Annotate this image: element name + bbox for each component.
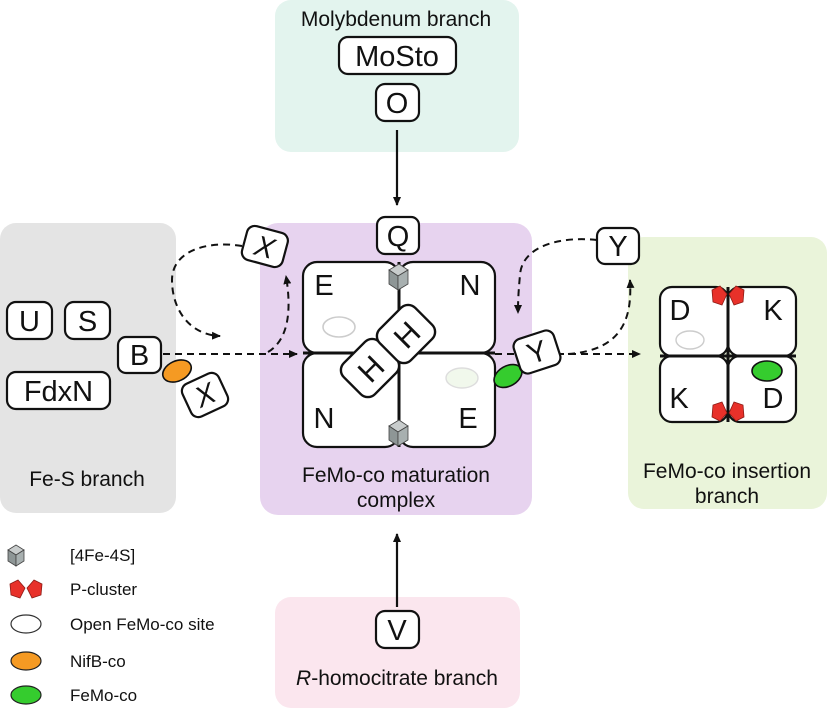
- nifv-label: V: [387, 615, 407, 647]
- nifb-co-icon: [10, 651, 42, 671]
- open-site-icon: [10, 614, 42, 634]
- cube-icon: [7, 544, 25, 567]
- legend: [4Fe-4S] P-cluster Open FeMo-co site Nif…: [7, 544, 215, 705]
- nifd-label-top: D: [670, 295, 691, 327]
- homocitrate-title-rest: -homocitrate branch: [311, 667, 498, 690]
- molybdenum-branch-title: Molybdenum branch: [301, 8, 491, 31]
- insertion-title-line2: branch: [695, 485, 759, 508]
- p-cluster-top: [711, 285, 745, 306]
- y-forward-loop: [567, 279, 635, 355]
- nifu-label: U: [19, 306, 40, 338]
- x-forward-loop: [267, 275, 292, 353]
- nifh-subunit-right: H: [375, 303, 437, 365]
- homocitrate-branch-panel: [275, 597, 520, 708]
- mosto-label: MoSto: [355, 41, 439, 73]
- nifdk-tetramer: D K K D: [658, 285, 798, 424]
- fdxn-box: FdxN: [5, 370, 112, 411]
- nifu-box: U: [5, 300, 54, 341]
- legend-label-fe4s4: [4Fe-4S]: [70, 546, 135, 565]
- nifb-co-oval: [161, 359, 193, 383]
- maturation-title-line1: FeMo-co maturation: [302, 464, 490, 487]
- mosto-box: MoSto: [337, 35, 458, 76]
- nife-label-top: E: [314, 270, 333, 302]
- femo-co-oval-insertion: [751, 360, 783, 382]
- molybdenum-branch-panel: [275, 0, 519, 152]
- legend-label-open-site: Open FeMo-co site: [70, 615, 215, 634]
- nifn-label-top: N: [460, 270, 481, 302]
- insertion-title-line1: FeMo-co insertion: [643, 460, 811, 483]
- open-femo-co-site-right: [445, 367, 479, 389]
- x-carrier-top: X: [240, 224, 289, 269]
- homocitrate-title-italic: R: [296, 667, 311, 690]
- p-cluster-bottom: [711, 401, 745, 422]
- nife-subunit-bottom-right: [397, 351, 497, 449]
- y-carrier-top-label: Y: [608, 231, 627, 263]
- y-carrier-top: Y: [595, 226, 641, 266]
- legend-label-p-cluster: P-cluster: [70, 580, 137, 599]
- x-carrier-bottom: X: [180, 371, 230, 419]
- nifo-label: O: [386, 88, 409, 120]
- legend-label-nifb-co: NifB-co: [70, 652, 126, 671]
- nifo-box: O: [374, 82, 421, 123]
- nifk-label-top: K: [763, 295, 783, 327]
- nifs-label: S: [78, 306, 97, 338]
- nifn-label-bottom: N: [314, 403, 335, 435]
- nifb-box: B: [116, 335, 163, 375]
- nifq-box: Q: [375, 215, 421, 256]
- nifb-label: B: [130, 340, 149, 372]
- nife-label-bottom: E: [458, 403, 477, 435]
- nifd-label-bottom: D: [763, 383, 784, 415]
- maturation-title-line2: complex: [357, 489, 436, 512]
- open-femo-co-site-insertion: [675, 330, 705, 350]
- nifs-box: S: [63, 300, 112, 341]
- x-return-loop: [170, 243, 243, 340]
- nifk-label-bottom: K: [669, 383, 689, 415]
- homocitrate-title: R-homocitrate branch: [296, 667, 498, 690]
- legend-label-femo-co: FeMo-co: [70, 686, 137, 705]
- fes-branch-title: Fe-S branch: [29, 468, 145, 491]
- p-cluster-icon: [9, 579, 43, 599]
- fe4s4-cube-top: [388, 263, 409, 291]
- femo-co-icon: [10, 685, 42, 705]
- fe4s4-cube-bottom: [388, 419, 409, 447]
- fes-branch-panel: [0, 223, 176, 513]
- y-return-loop: [514, 238, 598, 314]
- fdxn-label: FdxN: [24, 376, 93, 408]
- open-femo-co-site-left: [322, 316, 356, 338]
- nifq-label: Q: [387, 221, 410, 253]
- y-carrier-mid: Y: [512, 329, 562, 375]
- nifv-box: V: [374, 609, 421, 650]
- nifh-subunit-left: H: [339, 337, 401, 399]
